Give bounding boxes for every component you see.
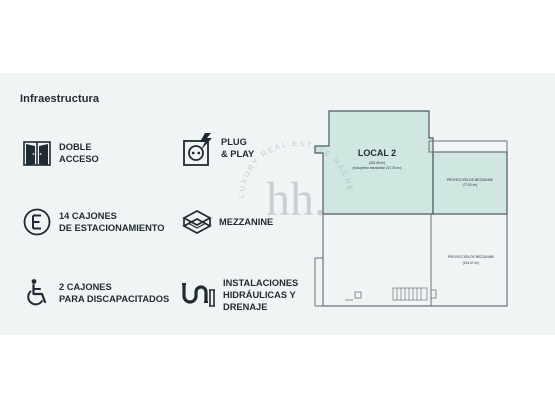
wheelchair-icon <box>27 279 47 306</box>
feature-discapacitados: 2 CAJONES PARA DISCAPACITADOS <box>22 278 169 308</box>
feature-mezzanine: MEZZANINE <box>181 206 273 238</box>
mezzanine-1-area <box>432 151 508 215</box>
local-2-area-text: (333.49 m²) <box>369 161 385 165</box>
section-title: Infraestructura <box>20 93 100 105</box>
feature-label: MEZZANINE <box>219 217 274 227</box>
feature-label: 14 CAJONES DE ESTACIONAMIENTO <box>59 211 165 233</box>
pipes-icon <box>182 283 215 307</box>
mezzanine-2-area-text: (144.47 m²) <box>463 261 479 265</box>
stairs <box>392 287 428 301</box>
mezzanine-1-area-text: (77.03 m²) <box>463 183 478 187</box>
mezzanine-2-label: PROYECCIÓN DE MEZZANINE <box>448 254 494 259</box>
feature-plug-play: PLUG & PLAY <box>181 132 254 168</box>
feature-label: INSTALACIONES HIDRÁULICAS Y DRENAJE <box>223 278 299 312</box>
feature-doble-acceso: DOBLE ACCESO <box>22 138 99 168</box>
parking-e-icon <box>23 208 51 236</box>
plug-socket-icon <box>183 133 212 166</box>
mezzanine-1-label: PROYECCIÓN DE MEZZANINE <box>447 177 493 182</box>
mezzanine-icon <box>182 210 212 234</box>
local-2-label: LOCAL 2 <box>358 148 396 158</box>
feature-estacionamiento: 14 CAJONES DE ESTACIONAMIENTO <box>22 207 165 237</box>
local-2-note: (incluyendo mezzanine 227.00 m²) <box>353 166 402 170</box>
feature-instalaciones: INSTALACIONES HIDRÁULICAS Y DRENAJE <box>181 277 298 313</box>
feature-label: 2 CAJONES PARA DISCAPACITADOS <box>59 282 170 304</box>
feature-label: PLUG & PLAY <box>221 137 255 159</box>
double-door-icon <box>23 141 51 166</box>
feature-label: DOBLE ACCESO <box>59 142 99 164</box>
floor-plan-drawing: LOCAL 2 (333.49 m²) (incluyendo mezzanin… <box>314 110 508 307</box>
lower-area <box>322 214 508 307</box>
floor-plan: LOCAL 2 (333.49 m²) (incluyendo mezzanin… <box>305 108 537 312</box>
